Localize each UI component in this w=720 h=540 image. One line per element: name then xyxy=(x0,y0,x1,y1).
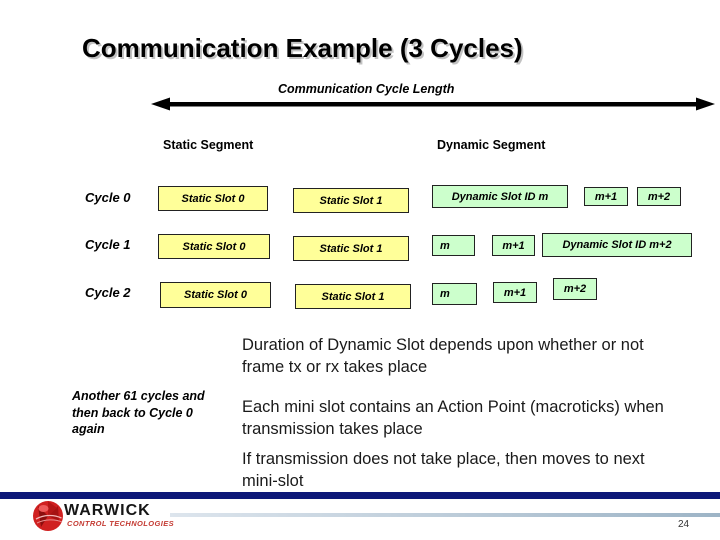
mini-slot-note: Each mini slot contains an Action Point … xyxy=(242,396,664,440)
note-line: transmission takes place xyxy=(242,420,423,438)
dynamic-slot-box: m+1 xyxy=(493,282,537,303)
note-line: then back to Cycle 0 xyxy=(72,405,193,420)
static-slot-box: Static Slot 0 xyxy=(158,234,270,259)
static-slot-box: Static Slot 0 xyxy=(158,186,268,211)
static-segment-label: Static Segment xyxy=(163,138,254,152)
cycle-1-label: Cycle 1 xyxy=(85,237,131,252)
static-slot-box: Static Slot 1 xyxy=(293,188,409,213)
note-line: Each mini slot contains an Action Point … xyxy=(242,398,664,416)
dynamic-slot-box: Dynamic Slot ID m+2 xyxy=(542,233,692,257)
page-number: 24 xyxy=(678,519,690,530)
static-slot-box: Static Slot 1 xyxy=(295,284,411,309)
static-slot-box: Static Slot 0 xyxy=(160,282,271,308)
page-title: Communication Example (3 Cycles) xyxy=(82,33,523,63)
note-line: again xyxy=(72,422,105,436)
note-line: frame tx or rx takes place xyxy=(242,358,428,376)
footer-divider-bar xyxy=(0,492,720,499)
duration-note: Duration of Dynamic Slot depends upon wh… xyxy=(242,334,644,378)
dynamic-slot-box: m+2 xyxy=(637,187,681,206)
warwick-logo-sphere-icon xyxy=(33,501,63,531)
dynamic-slot-box: m+1 xyxy=(492,235,535,256)
note-line: mini-slot xyxy=(242,472,304,490)
note-line: Another 61 cycles and xyxy=(72,389,205,403)
dynamic-slot-box: Dynamic Slot ID m xyxy=(432,185,568,208)
double-arrow-icon xyxy=(151,97,715,111)
cycle-0-label: Cycle 0 xyxy=(85,190,131,205)
dynamic-slot-box: m+1 xyxy=(584,187,628,206)
dynamic-slot-box: m xyxy=(432,235,475,256)
brand-subtitle: CONTROL TECHNOLOGIES xyxy=(67,519,175,528)
footer-rule-line xyxy=(170,513,720,517)
side-note: Another 61 cycles and then back to Cycle… xyxy=(72,388,205,438)
cycle-2-label: Cycle 2 xyxy=(85,285,131,300)
cycle-length-label: Communication Cycle Length xyxy=(278,82,455,96)
note-line: If transmission does not take place, the… xyxy=(242,450,645,468)
no-transmission-note: If transmission does not take place, the… xyxy=(242,448,645,492)
brand-name: WARWICK xyxy=(64,502,151,519)
note-line: Duration of Dynamic Slot depends upon wh… xyxy=(242,336,644,354)
dynamic-slot-box: m xyxy=(432,283,477,305)
dynamic-segment-label: Dynamic Segment xyxy=(437,138,546,152)
static-slot-box: Static Slot 1 xyxy=(293,236,409,261)
dynamic-slot-box: m+2 xyxy=(553,278,597,300)
